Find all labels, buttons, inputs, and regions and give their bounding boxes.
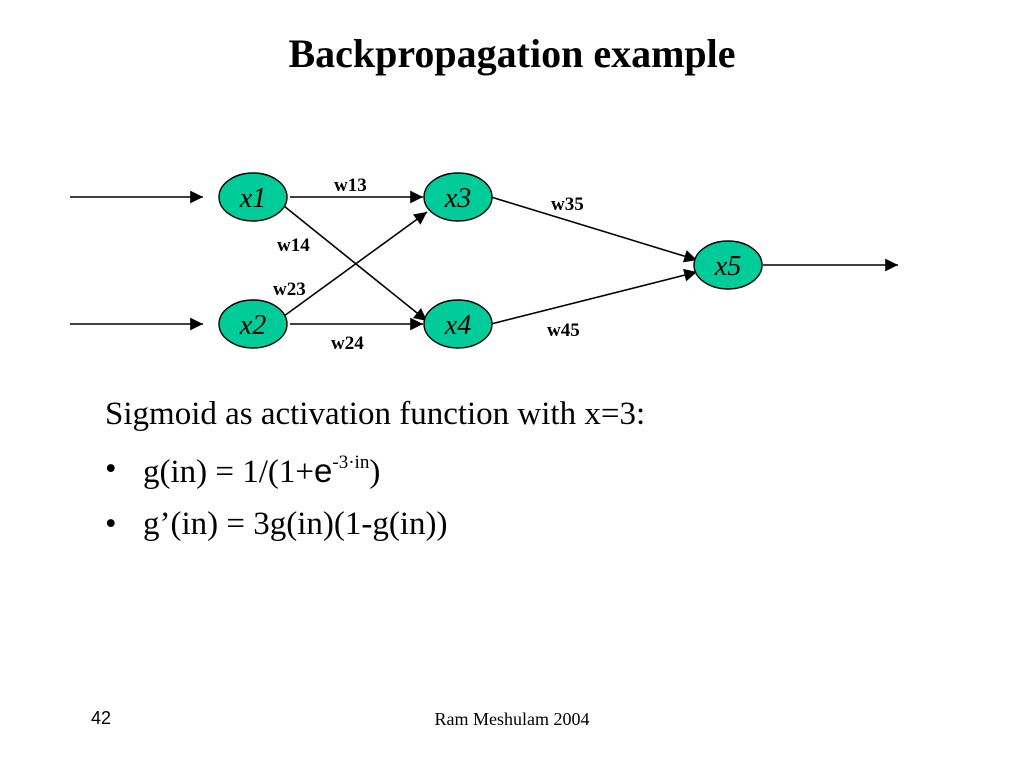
- formula-prefix: g(in) = 1/(1+: [143, 454, 315, 490]
- page-number: 42: [91, 708, 112, 728]
- bullet-sigmoid-formula: • g(in) = 1/(1+e-3·in): [105, 453, 645, 508]
- derivative-formula: g’(in) = 3g(in)(1-g(in)): [143, 506, 448, 542]
- formula-suffix: ): [369, 454, 381, 490]
- node-x5: x5: [693, 240, 763, 290]
- node-label-x4: x4: [444, 310, 471, 341]
- edge-w45: [490, 268, 698, 325]
- footer-author: Ram Meshulam 2004: [434, 709, 590, 729]
- node-x3: x3: [423, 172, 493, 222]
- node-label-x5: x5: [714, 251, 741, 282]
- intro-line: Sigmoid as activation function with x=3:: [105, 396, 646, 432]
- node-x2: x2: [218, 299, 288, 349]
- node-label-x1: x1: [239, 183, 266, 214]
- weight-label-w45: w45: [547, 320, 580, 341]
- edge-w35: [490, 196, 698, 263]
- weight-label-w23: w23: [273, 279, 306, 300]
- edge-w23: [283, 211, 428, 317]
- node-label-x3: x3: [444, 183, 471, 214]
- bullet-sigmoid-derivative: • g’(in) = 3g(in)(1-g(in)): [105, 508, 645, 563]
- bullet-symbol: •: [105, 451, 117, 487]
- formula-e: e: [314, 452, 333, 489]
- bullet-symbol: •: [105, 506, 117, 542]
- weight-label-w35: w35: [551, 194, 584, 215]
- node-x1: x1: [218, 172, 288, 222]
- network-diagram: w13 w14 w23 w24 w35 w45 x1 x2 x3 x4 x5: [70, 172, 898, 354]
- node-x4: x4: [423, 299, 493, 349]
- weight-label-w14: w14: [277, 235, 310, 256]
- weight-label-w24: w24: [331, 333, 364, 354]
- weight-label-w13: w13: [334, 175, 367, 196]
- node-label-x2: x2: [239, 310, 266, 341]
- slide-title: Backpropagation example: [288, 31, 736, 76]
- body-text: Sigmoid as activation function with x=3:…: [105, 398, 645, 563]
- formula-exponent: -3·in: [332, 452, 370, 473]
